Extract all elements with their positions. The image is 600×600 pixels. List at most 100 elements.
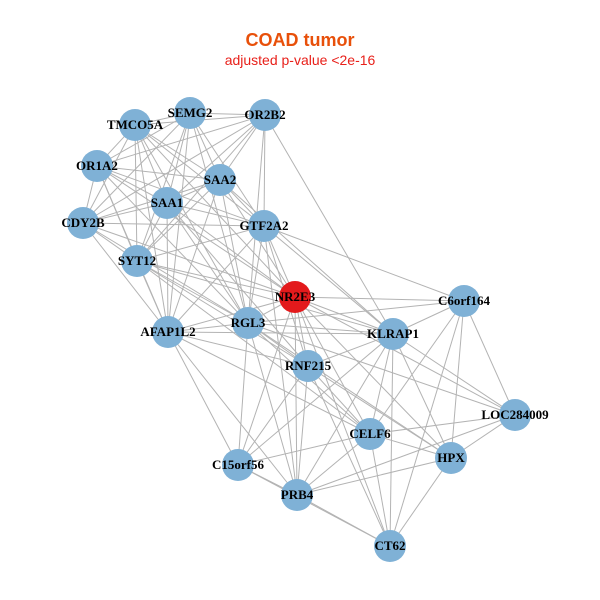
edge-gtf2a2-rgl3 <box>247 225 265 324</box>
node-afap1l2[interactable]: AFAP1L2 <box>140 316 196 348</box>
edge-nr2e3-celf6 <box>294 296 371 435</box>
node-circle-cdy2b[interactable] <box>67 207 99 239</box>
node-circle-rgl3[interactable] <box>232 307 264 339</box>
edge-saa2-rgl3 <box>219 179 249 324</box>
node-label-c15orf56: C15orf56 <box>212 457 264 472</box>
edge-syt12-nr2e3 <box>136 260 296 298</box>
node-circle-rnf215[interactable] <box>292 350 324 382</box>
node-or2b2[interactable]: OR2B2 <box>244 99 286 131</box>
node-circle-saa1[interactable] <box>151 187 183 219</box>
edge-syt12-rnf215 <box>136 260 309 367</box>
edge-cdy2b-afap1l2 <box>82 222 169 333</box>
node-circle-celf6[interactable] <box>354 418 386 450</box>
edge-rgl3-hpx <box>247 322 452 459</box>
edge-or1a2-saa2 <box>96 165 221 181</box>
edge-hpx-prb4 <box>296 457 452 496</box>
node-label-afap1l2: AFAP1L2 <box>140 324 195 339</box>
edge-rnf215-c15orf56 <box>237 365 309 466</box>
edge-tmco5a-rgl3 <box>134 124 249 324</box>
edge-c6orf164-celf6 <box>369 300 465 435</box>
node-loc284009[interactable]: LOC284009 <box>481 399 549 431</box>
node-circle-prb4[interactable] <box>281 479 313 511</box>
edge-klrap1-c15orf56 <box>237 333 394 466</box>
node-label-cdy2b: CDY2B <box>61 215 105 230</box>
node-circle-saa2[interactable] <box>204 164 236 196</box>
edge-cdy2b-rgl3 <box>82 222 249 324</box>
node-circle-syt12[interactable] <box>121 245 153 277</box>
node-hpx[interactable]: HPX <box>435 442 467 474</box>
node-tmco5a[interactable]: TMCO5A <box>107 109 164 141</box>
node-nr2e3[interactable]: NR2E3 <box>275 281 316 313</box>
node-circle-hpx[interactable] <box>435 442 467 474</box>
edge-c6orf164-hpx <box>450 300 465 459</box>
node-semg2[interactable]: SEMG2 <box>168 97 213 129</box>
edge-klrap1-celf6 <box>369 333 394 435</box>
edge-tmco5a-gtf2a2 <box>134 124 265 227</box>
edge-klrap1-loc284009 <box>392 333 516 416</box>
node-circle-c15orf56[interactable] <box>222 449 254 481</box>
node-or1a2[interactable]: OR1A2 <box>76 150 118 182</box>
edge-saa1-gtf2a2 <box>166 202 265 227</box>
node-saa2[interactable]: SAA2 <box>204 164 237 196</box>
edge-or2b2-or1a2 <box>96 114 266 167</box>
edge-nr2e3-ct62 <box>294 296 391 547</box>
node-rgl3[interactable]: RGL3 <box>231 307 266 339</box>
edge-loc284009-celf6 <box>369 414 516 435</box>
node-label-nr2e3: NR2E3 <box>275 289 316 304</box>
edge-gtf2a2-syt12 <box>136 225 265 262</box>
node-label-celf6: CELF6 <box>349 426 391 441</box>
node-syt12[interactable]: SYT12 <box>118 245 156 277</box>
node-circle-loc284009[interactable] <box>499 399 531 431</box>
node-label-c6orf164: C6orf164 <box>438 293 490 308</box>
node-label-rgl3: RGL3 <box>231 315 266 330</box>
edge-tmco5a-afap1l2 <box>134 124 169 333</box>
node-label-or2b2: OR2B2 <box>244 107 285 122</box>
node-c6orf164[interactable]: C6orf164 <box>438 285 490 317</box>
node-label-rnf215: RNF215 <box>285 358 332 373</box>
node-circle-semg2[interactable] <box>174 97 206 129</box>
edge-or2b2-gtf2a2 <box>263 114 266 227</box>
node-klrap1[interactable]: KLRAP1 <box>367 318 419 350</box>
edge-hpx-ct62 <box>389 457 452 547</box>
edge-nr2e3-afap1l2 <box>167 296 296 333</box>
node-label-gtf2a2: GTF2A2 <box>239 218 288 233</box>
node-circle-or2b2[interactable] <box>249 99 281 131</box>
edge-cdy2b-gtf2a2 <box>82 222 265 227</box>
node-label-tmco5a: TMCO5A <box>107 117 164 132</box>
edge-nr2e3-c6orf164 <box>294 296 465 302</box>
node-circle-or1a2[interactable] <box>81 150 113 182</box>
edge-saa1-nr2e3 <box>166 202 296 298</box>
edge-rgl3-loc284009 <box>247 322 516 416</box>
edge-c6orf164-loc284009 <box>463 300 516 416</box>
chart-subtitle: adjusted p-value <2e-16 <box>224 52 376 68</box>
node-ct62[interactable]: CT62 <box>374 530 406 562</box>
node-circle-klrap1[interactable] <box>377 318 409 350</box>
edge-nr2e3-prb4 <box>294 296 298 496</box>
node-label-syt12: SYT12 <box>118 253 156 268</box>
node-label-prb4: PRB4 <box>281 487 314 502</box>
node-gtf2a2[interactable]: GTF2A2 <box>239 210 289 242</box>
node-circle-ct62[interactable] <box>374 530 406 562</box>
node-circle-c6orf164[interactable] <box>448 285 480 317</box>
edge-klrap1-hpx <box>392 333 452 459</box>
node-circle-afap1l2[interactable] <box>152 316 184 348</box>
edge-tmco5a-syt12 <box>134 124 138 262</box>
node-rnf215[interactable]: RNF215 <box>285 350 332 382</box>
node-prb4[interactable]: PRB4 <box>281 479 314 511</box>
node-circle-gtf2a2[interactable] <box>248 210 280 242</box>
edge-syt12-celf6 <box>136 260 371 435</box>
chart-title: COAD tumor <box>245 30 355 50</box>
edge-rnf215-ct62 <box>307 365 391 547</box>
node-circle-tmco5a[interactable] <box>119 109 151 141</box>
node-celf6[interactable]: CELF6 <box>349 418 391 450</box>
node-circle-nr2e3[interactable] <box>279 281 311 313</box>
edge-saa2-afap1l2 <box>167 179 221 333</box>
edge-afap1l2-klrap1 <box>167 331 394 335</box>
edge-c6orf164-rgl3 <box>247 300 465 324</box>
edge-tmco5a-nr2e3 <box>134 124 296 298</box>
node-c15orf56[interactable]: C15orf56 <box>212 449 264 481</box>
node-cdy2b[interactable]: CDY2B <box>61 207 105 239</box>
edge-afap1l2-celf6 <box>167 331 371 435</box>
node-saa1[interactable]: SAA1 <box>151 187 184 219</box>
